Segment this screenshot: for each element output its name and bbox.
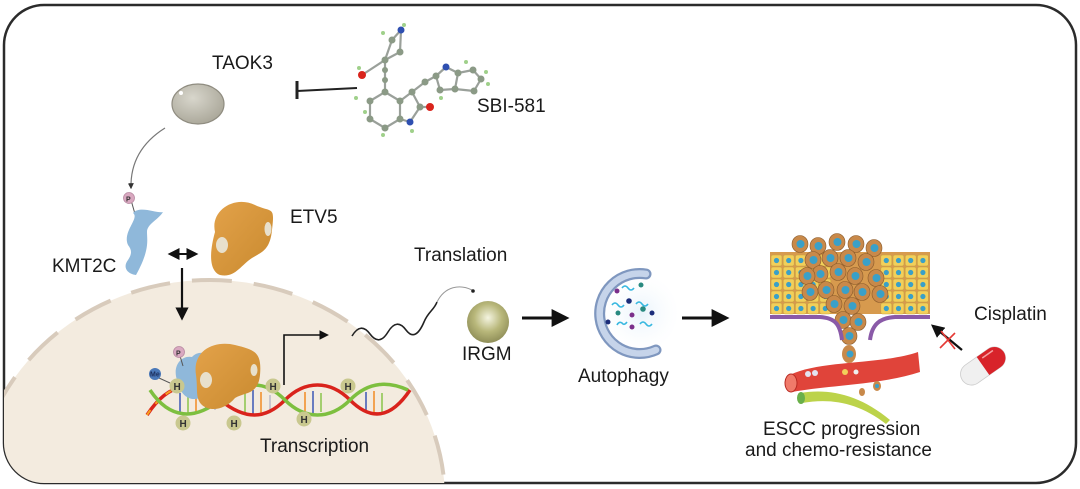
autophagosome-icon <box>594 268 677 359</box>
epithelial-cell <box>880 254 893 267</box>
epithelial-cell <box>892 266 905 279</box>
transcription-start-arrow <box>283 330 329 385</box>
svg-text:Me: Me <box>150 372 160 379</box>
translation-arrow <box>436 286 473 303</box>
epithelial-cell <box>904 278 917 291</box>
epithelial-cell <box>904 302 917 315</box>
epithelial-cell <box>917 254 929 267</box>
tumor-cell <box>865 239 883 257</box>
tumor-cell <box>791 235 809 253</box>
svg-text:H: H <box>231 419 238 430</box>
translation-arrow-tip <box>471 289 475 293</box>
epithelial-cell <box>917 290 929 303</box>
tumor-cell <box>828 233 846 251</box>
epithelial-cell <box>770 254 783 267</box>
taok3-label: TAOK3 <box>212 53 273 74</box>
tumor-cell <box>801 283 819 301</box>
epithelial-cell <box>770 278 783 291</box>
epithelial-cell <box>782 266 795 279</box>
translation-label: Translation <box>414 245 507 266</box>
taok3-protein <box>171 83 225 125</box>
kmt2c-etv5-complex <box>175 343 261 410</box>
epithelial-cell <box>807 302 819 315</box>
block-x-icon <box>939 330 956 350</box>
tumor-cell <box>857 253 875 271</box>
autophagy-label: Autophagy <box>578 366 669 387</box>
epithelial-cell <box>892 302 905 315</box>
svg-text:H: H <box>345 382 352 393</box>
tumor-cell <box>798 267 816 285</box>
phosphorylation-arrow <box>127 127 166 190</box>
histone-mark: H <box>226 415 242 431</box>
tumor-cell <box>821 249 839 267</box>
inhibition-bar <box>295 81 358 99</box>
mrna-strand <box>351 301 438 341</box>
tumor-cell <box>825 295 843 313</box>
tumor-cell <box>846 267 864 285</box>
phospho-mark-complex: P <box>173 346 185 367</box>
etv5-protein <box>211 201 274 276</box>
tumor-cell <box>811 265 829 283</box>
epithelial-cell <box>770 302 783 315</box>
cisplatin-label: Cisplatin <box>974 304 1047 325</box>
epithelial-cell <box>904 290 917 303</box>
tumor-cell <box>867 269 885 287</box>
epithelial-cell <box>782 254 795 267</box>
epithelial-cell <box>917 278 929 291</box>
epithelial-cell <box>795 302 807 315</box>
tumor-cell <box>836 281 854 299</box>
phospho-mark: P <box>123 192 135 204</box>
svg-text:P: P <box>176 351 181 358</box>
epithelial-cell <box>892 290 905 303</box>
nucleus <box>4 278 447 483</box>
epithelial-cell <box>782 290 795 303</box>
epithelial-cell <box>782 278 795 291</box>
histone-mark: H <box>296 411 312 427</box>
sbi581-atoms <box>354 23 490 137</box>
irgm-protein <box>467 301 509 343</box>
epithelial-cell <box>892 278 905 291</box>
transcription-label: Transcription <box>260 436 369 457</box>
kmt2c-label: KMT2C <box>52 256 116 277</box>
svg-text:H: H <box>180 419 187 430</box>
svg-text:H: H <box>174 382 181 393</box>
tumor-cells <box>791 233 889 345</box>
escc-tissue-icon <box>770 233 930 424</box>
svg-text:P: P <box>126 197 131 204</box>
cisplatin-pill-icon <box>960 346 1006 386</box>
epithelial-cell <box>770 266 783 279</box>
etv5-label: ETV5 <box>290 207 338 228</box>
tumor-cell <box>829 263 847 281</box>
epithelial-cell <box>782 302 795 315</box>
tumor-cell <box>853 283 871 301</box>
sbi581-label: SBI-581 <box>477 96 546 117</box>
epithelial-cell <box>770 290 783 303</box>
escc-label-line2: and chemo-resistance <box>745 440 932 461</box>
epithelial-cell <box>904 266 917 279</box>
tumor-cell <box>843 297 861 315</box>
irgm-label: IRGM <box>462 344 512 365</box>
epithelial-cell <box>880 302 893 315</box>
escc-label-line1: ESCC progression <box>763 419 920 440</box>
tumor-cell <box>839 249 857 267</box>
tumor-cell <box>847 235 865 253</box>
epithelial-cell <box>892 254 905 267</box>
methyl-mark: Me <box>149 368 171 384</box>
epithelial-cell <box>904 254 917 267</box>
tumor-cell <box>804 251 822 269</box>
histone-mark: H <box>169 378 185 394</box>
histone-marks: H H H H H H <box>169 378 356 431</box>
histone-mark: H <box>265 378 281 394</box>
histone-mark: H <box>340 378 356 394</box>
svg-text:H: H <box>270 382 277 393</box>
histone-mark: H <box>175 415 191 431</box>
tumor-cell <box>809 237 827 255</box>
svg-text:H: H <box>301 415 308 426</box>
tumor-cell <box>849 313 867 331</box>
tumor-cell <box>840 327 858 345</box>
epithelial-cell <box>917 266 929 279</box>
tumor-cell <box>871 285 889 303</box>
epithelial-cell <box>917 302 929 315</box>
cisplatin-blocked-arrow <box>930 324 963 351</box>
